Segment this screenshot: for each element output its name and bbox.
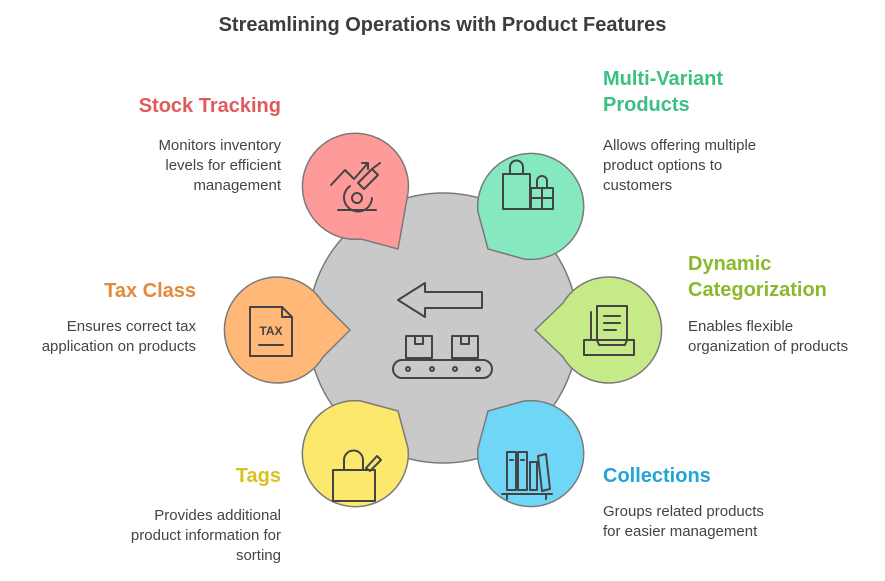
book-shelf-icon: [501, 451, 553, 500]
desc-line: customers: [603, 177, 673, 194]
feature-title-dynamic-categorization: Dynamic Categorization: [688, 251, 827, 303]
document-tray-icon: [583, 305, 635, 356]
desc-line: organization of products: [688, 338, 849, 355]
desc-line: management: [193, 177, 281, 194]
feature-title-tax-class: Tax Class: [104, 278, 196, 304]
feature-desc-tags: Provides additional product information …: [131, 506, 281, 566]
desc-line: product information for: [130, 527, 281, 544]
title-line: Collections: [603, 465, 711, 487]
desc-line: Provides additional: [154, 507, 281, 524]
petal-tags: [301, 399, 410, 508]
feature-title-tags: Tags: [236, 463, 281, 489]
feature-desc-stock-tracking: Monitors inventory levels for efficient …: [158, 136, 281, 196]
conveyor-belt-icon: [392, 282, 493, 379]
desc-line: Groups related products: [603, 503, 764, 520]
title-line: Stock Tracking: [138, 95, 281, 117]
trend-line-icon: [330, 162, 381, 213]
desc-line: application on products: [41, 338, 196, 355]
feature-title-stock-tracking: Stock Tracking: [139, 93, 281, 119]
tag-bag-icon: [332, 449, 382, 502]
title-line: Multi-Variant: [603, 68, 724, 90]
tax-icon-label: TAX: [259, 324, 282, 338]
feature-desc-collections: Groups related products for easier manag…: [603, 502, 764, 542]
desc-line: sorting: [235, 547, 281, 564]
desc-line: for easier management: [603, 523, 758, 540]
feature-desc-multi-variant: Allows offering multiple product options…: [603, 136, 756, 196]
desc-line: Monitors inventory: [158, 137, 281, 154]
title-line: Tags: [235, 465, 281, 487]
shopping-bags-icon: [502, 159, 554, 210]
desc-line: Enables flexible: [688, 318, 794, 335]
title-line: Dynamic: [688, 253, 772, 275]
petal-dynamic-categorization: [533, 276, 663, 384]
desc-line: Ensures correct tax: [66, 318, 196, 335]
feature-desc-dynamic-categorization: Enables flexible organization of product…: [688, 317, 848, 357]
page-title: Streamlining Operations with Product Fea…: [218, 14, 667, 36]
feature-desc-tax-class: Ensures correct tax application on produ…: [42, 317, 196, 357]
desc-line: product options to: [603, 157, 723, 174]
title-line: Tax Class: [104, 280, 196, 302]
title-line: Categorization: [688, 279, 827, 301]
desc-line: Allows offering multiple: [603, 137, 757, 154]
petal-collections: [476, 399, 585, 508]
title-line: Products: [603, 94, 690, 116]
desc-line: levels for efficient: [165, 157, 281, 174]
feature-title-multi-variant: Multi-Variant Products: [603, 66, 723, 118]
feature-title-collections: Collections: [603, 463, 711, 489]
petal-stock-tracking: [301, 132, 410, 250]
tax-document-icon: [249, 306, 293, 357]
